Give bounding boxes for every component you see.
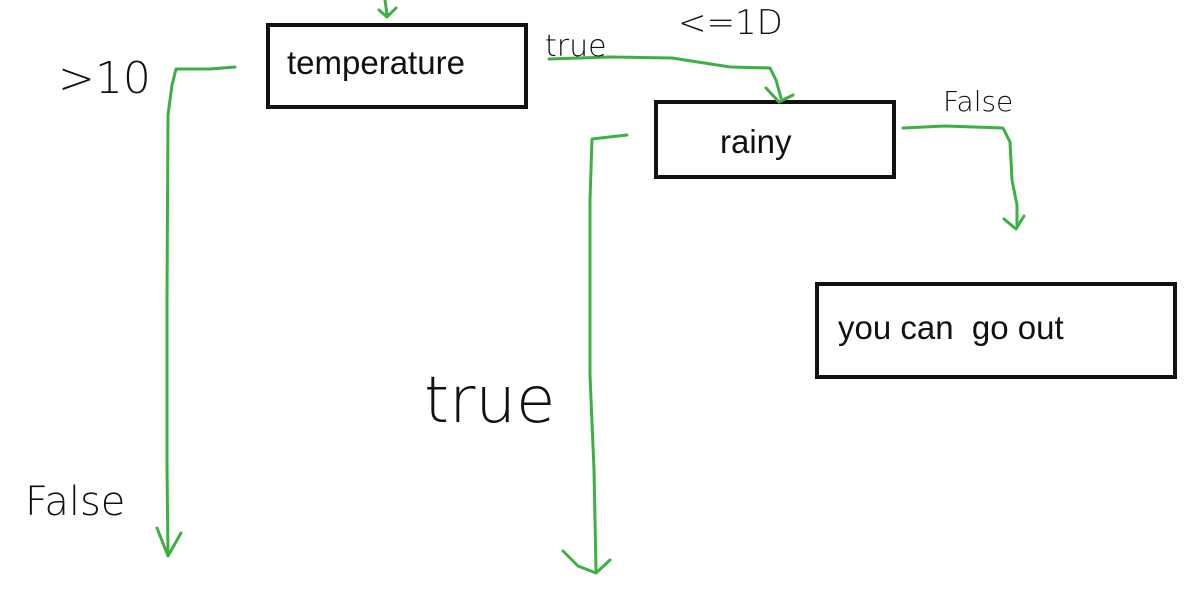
edge-rainy-true (561, 133, 629, 575)
edge-temperature-false (155, 65, 237, 558)
node-temperature-box (266, 23, 528, 109)
edge-temperature-rainy-arrowhead (764, 86, 795, 104)
edge-temperature-rainy-line (547, 55, 783, 100)
label-gt-10: >10 (58, 53, 151, 104)
edge-rainy-go-out (901, 124, 1026, 231)
node-go-out[interactable]: you can go out (815, 282, 1177, 379)
node-go-out-box (815, 282, 1177, 379)
label-rainy-true: true (424, 364, 555, 438)
node-rainy[interactable]: rainy (654, 100, 896, 179)
edge-temperature-false-arrowhead (155, 526, 183, 558)
edge-rainy-go-out-line (901, 124, 1019, 227)
node-rainy-label: rainy (720, 123, 792, 160)
edge-rainy-true-arrowhead (561, 549, 612, 575)
edge-temperature-false-line (165, 65, 237, 557)
edge-rainy-go-out-arrowhead (1002, 214, 1026, 231)
node-rainy-box (654, 100, 896, 179)
label-le-10: <=1D (678, 3, 783, 43)
node-temperature-label: temperature (287, 44, 465, 81)
label-rainy-false: False (943, 85, 1013, 118)
node-go-out-label: you can go out (838, 309, 1064, 346)
node-temperature[interactable]: temperature (266, 23, 528, 109)
label-temperature-false: False (25, 479, 125, 525)
edge-temperature-rainy (547, 55, 795, 104)
label-temperature-true: true (545, 29, 607, 64)
entry-arrow (377, 0, 398, 19)
edge-rainy-true-line (588, 133, 629, 572)
